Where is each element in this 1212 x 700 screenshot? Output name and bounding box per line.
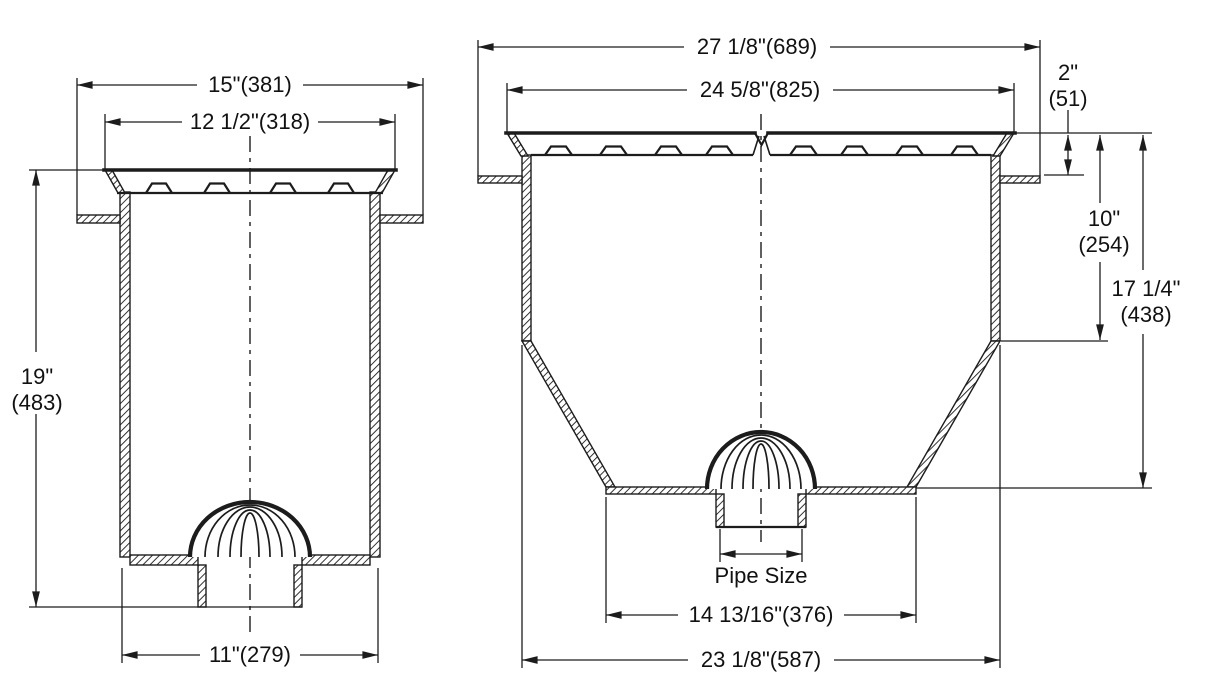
right-overall-depth-mm-label: (438) <box>1120 302 1171 327</box>
left-grate-width-label: 12 1/2"(318) <box>190 109 310 134</box>
left-flange-width-label: 15"(381) <box>208 72 292 97</box>
right-floor-width-label: 14 13/16"(376) <box>689 602 834 627</box>
right-recess-depth-in-label: 2" <box>1058 60 1078 85</box>
right-dimensions: 27 1/8"(689) 24 5/8"(825) 2" (51) 10" (2… <box>477 32 1183 675</box>
left-grate <box>102 168 398 195</box>
right-grate-width-label: 24 5/8"(825) <box>700 77 820 102</box>
right-grate <box>504 131 1017 157</box>
right-dome-strainer <box>704 429 818 490</box>
left-dimensions: 15"(381) 12 1/2"(318) 19" (483) 11"(279) <box>9 70 424 670</box>
right-body-width-label: 23 1/8"(587) <box>701 647 821 672</box>
left-bottom-width-label: 11"(279) <box>209 642 291 667</box>
left-drain-section: 15"(381) 12 1/2"(318) 19" (483) 11"(279) <box>9 70 424 670</box>
right-upper-depth-in-label: 10" <box>1088 206 1120 231</box>
left-flange <box>76 214 424 224</box>
left-height-in-label: 19" <box>21 364 53 389</box>
right-overall-depth-in-label: 17 1/4" <box>1112 276 1181 301</box>
left-dome-strainer <box>187 499 313 558</box>
right-recess-depth-mm-label: (51) <box>1048 86 1087 111</box>
right-drain-section: 27 1/8"(689) 24 5/8"(825) 2" (51) 10" (2… <box>477 32 1183 675</box>
right-pipe-size-label: Pipe Size <box>715 563 808 588</box>
left-floor <box>129 554 371 566</box>
right-flange-width-label: 27 1/8"(689) <box>697 34 817 59</box>
right-body-walls <box>520 154 1002 488</box>
right-upper-depth-mm-label: (254) <box>1078 232 1129 257</box>
right-floor <box>605 486 917 495</box>
right-outlet-pipe <box>715 493 807 529</box>
left-height-mm-label: (483) <box>11 390 62 415</box>
right-flange <box>477 175 1041 184</box>
left-outlet-pipe <box>29 564 303 608</box>
